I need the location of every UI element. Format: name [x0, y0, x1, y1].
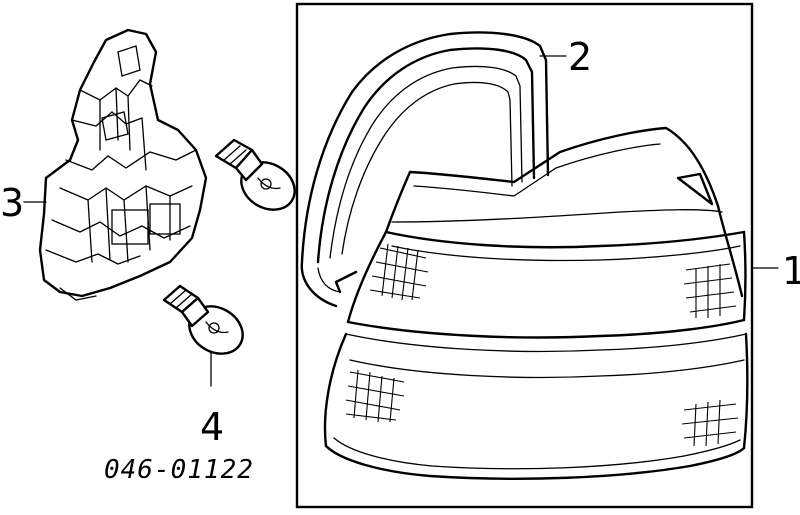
assembly-frame — [295, 2, 754, 509]
callout-3: 3 — [0, 181, 24, 225]
socket-holder — [38, 28, 208, 301]
callout-4: 4 — [200, 405, 224, 449]
lens-hatching — [345, 243, 739, 447]
gasket — [300, 31, 550, 308]
bulb-lower — [162, 284, 244, 355]
diagram-part-number: 046-01122 — [104, 455, 254, 485]
callout-1: 1 — [782, 249, 800, 293]
bulb-upper — [214, 138, 296, 211]
callout-2: 2 — [568, 35, 592, 79]
lamp-housing — [323, 126, 749, 480]
leader-lines — [23, 55, 779, 387]
